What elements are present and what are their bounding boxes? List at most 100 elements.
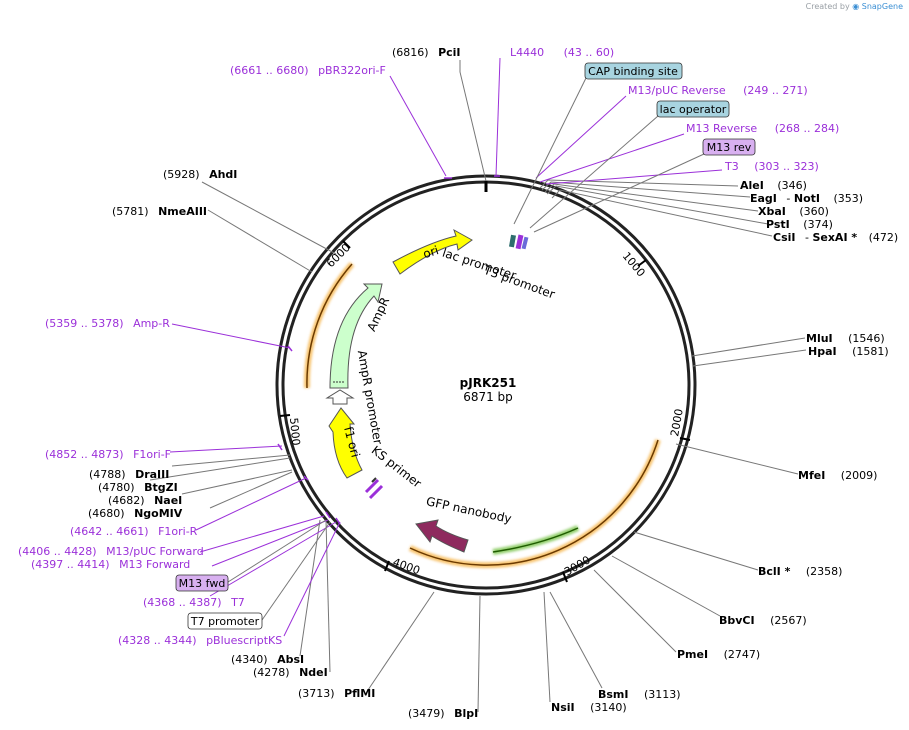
enzyme-naei-pos: (4682) bbox=[108, 494, 145, 507]
enzyme-bsmi-pos: (3113) bbox=[644, 688, 681, 701]
primer-ampr-name: Amp-R bbox=[133, 317, 170, 330]
feature-gfp-nanobody[interactable] bbox=[415, 519, 469, 553]
primer-pbr322-name: pBR322ori-F bbox=[318, 64, 386, 77]
box-lac-operator[interactable]: lac operator bbox=[656, 100, 730, 118]
enzyme-mlui-label: MluI (1546) bbox=[806, 332, 885, 345]
enzyme-csii-name: CsiI bbox=[773, 231, 795, 244]
primer-leader-lines bbox=[169, 57, 723, 637]
enzyme-bbvci-pos: (2567) bbox=[770, 614, 807, 627]
backbone-outer-ring bbox=[275, 174, 697, 596]
orange-arc-ampr-line bbox=[306, 263, 353, 389]
enzyme-ahdi-label: (5928) AhdI bbox=[163, 168, 237, 181]
feature-f1-ori[interactable] bbox=[328, 407, 363, 479]
enzyme-eagi-noti-pos: (353) bbox=[834, 192, 864, 205]
enzyme-mfei-name: MfeI bbox=[798, 469, 825, 482]
enzyme-btgzi-label: (4780) BtgZI bbox=[98, 481, 178, 494]
enzyme-blpi-pos: (3479) bbox=[408, 707, 445, 720]
plasmid-length: 6871 bp bbox=[463, 390, 513, 404]
primer-l4440-name: L4440 bbox=[510, 46, 544, 59]
primer-m13-fwd-name: M13 Forward bbox=[119, 558, 190, 571]
enzyme-nmeaiii-pos: (5781) bbox=[112, 205, 149, 218]
enzyme-alei-label: AleI (346) bbox=[740, 179, 807, 192]
enzyme-noti-name: NotI bbox=[794, 192, 820, 205]
credit-brand: SnapGene bbox=[861, 2, 903, 11]
enzyme-pcii-label: (6816) PciI bbox=[392, 46, 461, 59]
primer-f1ori-f-range: (4852 .. 4873) bbox=[45, 448, 124, 461]
enzyme-hpai-name: HpaI bbox=[808, 345, 837, 358]
enzyme-ndei-label: (4278) NdeI bbox=[253, 666, 328, 679]
enzyme-alei-name: AleI bbox=[740, 179, 764, 192]
enzyme-psti-pos: (374) bbox=[803, 218, 833, 231]
box-t7-promoter[interactable]: T7 promoter bbox=[187, 612, 263, 630]
primer-m13puc-fwd-name: M13/pUC Forward bbox=[106, 545, 204, 558]
tick-label-2000: 2000 bbox=[668, 408, 686, 438]
primer-ampr-label: (5359 .. 5378) Amp-R bbox=[45, 317, 170, 330]
enzyme-sexai-name: SexAI * bbox=[812, 231, 857, 244]
credit-prefix: Created by bbox=[805, 2, 850, 11]
enzyme-xbai-name: XbaI bbox=[758, 205, 786, 218]
primer-t3-name: T3 bbox=[724, 160, 739, 173]
feature-ori-label: ori bbox=[421, 243, 440, 261]
enzyme-eagi-name: EagI bbox=[750, 192, 777, 205]
box-cap-binding-site[interactable]: CAP binding site bbox=[584, 62, 683, 80]
enzyme-xbai-label: XbaI (360) bbox=[758, 205, 829, 218]
tick-2000 bbox=[679, 437, 691, 441]
enzyme-eagi-sep: - bbox=[786, 192, 793, 205]
enzyme-naei-name: NaeI bbox=[154, 494, 182, 507]
enzyme-bbvci-name: BbvCI bbox=[719, 614, 755, 627]
primer-f1ori-r-label: (4642 .. 4661) F1ori-R bbox=[70, 525, 198, 538]
box-lac-operator-label: lac operator bbox=[660, 103, 727, 116]
enzyme-nsii-name: NsiI bbox=[551, 701, 575, 714]
enzyme-xbai-pos: (360) bbox=[799, 205, 829, 218]
tick-6000 bbox=[342, 240, 351, 249]
enzyme-leader-lines bbox=[149, 60, 807, 713]
enzyme-absi-pos: (4340) bbox=[231, 653, 268, 666]
primer-m13puc-rev-range: (249 .. 271) bbox=[743, 84, 808, 97]
enzyme-btgzi-pos: (4780) bbox=[98, 481, 135, 494]
primer-t3-label: T3 (303 .. 323) bbox=[724, 160, 819, 173]
primer-m13-fwd-label: (4397 .. 4414) M13 Forward bbox=[31, 558, 190, 571]
plasmid-name: pJRK251 bbox=[460, 376, 517, 390]
primer-m13puc-rev-label: M13/pUC Reverse (249 .. 271) bbox=[628, 84, 808, 97]
enzyme-csii-sep: - bbox=[805, 231, 812, 244]
enzyme-ndei-name: NdeI bbox=[299, 666, 328, 679]
enzyme-naei-label: (4682) NaeI bbox=[108, 494, 182, 507]
enzyme-nmeaiii-name: NmeAIII bbox=[158, 205, 207, 218]
box-m13-rev-label: M13 rev bbox=[707, 141, 752, 154]
primer-l4440-range: (43 .. 60) bbox=[564, 46, 615, 59]
tick-label-1000: 1000 bbox=[620, 250, 648, 280]
enzyme-ndei-pos: (4278) bbox=[253, 666, 290, 679]
enzyme-hpai-pos: (1581) bbox=[852, 345, 889, 358]
enzyme-absi-name: AbsI bbox=[277, 653, 304, 666]
feature-ampr[interactable] bbox=[329, 283, 383, 389]
enzyme-blpi-label: (3479) BlpI bbox=[408, 707, 478, 720]
enzyme-ahdi-name: AhdI bbox=[209, 168, 237, 181]
enzyme-pflmi-pos: (3713) bbox=[298, 687, 335, 700]
enzyme-nsii-label: NsiI (3140) bbox=[551, 701, 627, 714]
enzyme-bcli-pos: (2358) bbox=[806, 565, 843, 578]
enzyme-pmei-pos: (2747) bbox=[724, 648, 761, 661]
box-m13-rev[interactable]: M13 rev bbox=[702, 138, 756, 156]
feature-ks-primer-label: KS primer bbox=[369, 443, 424, 491]
green-arc-line bbox=[492, 527, 579, 553]
box-m13-fwd-label: M13 fwd bbox=[179, 577, 226, 590]
feature-ori[interactable] bbox=[392, 228, 473, 275]
enzyme-csii-sexai-label: CsiI - SexAI * (472) bbox=[773, 231, 898, 244]
primer-ticks bbox=[277, 175, 500, 525]
enzyme-mlui-pos: (1546) bbox=[848, 332, 885, 345]
enzyme-pmei-label: PmeI (2747) bbox=[677, 648, 760, 661]
enzyme-bsmi-label: BsmI (3113) bbox=[598, 688, 681, 701]
primer-pbluescript-label: (4328 .. 4344) pBluescriptKS bbox=[118, 634, 282, 647]
enzyme-mfei-label: MfeI (2009) bbox=[798, 469, 877, 482]
primer-pbr322-label: (6661 .. 6680) pBR322ori-F bbox=[230, 64, 386, 77]
feature-ampr-promoter[interactable] bbox=[325, 389, 355, 405]
primer-pbr322-range: (6661 .. 6680) bbox=[230, 64, 309, 77]
enzyme-bcli-name: BclI * bbox=[758, 565, 791, 578]
enzyme-psti-name: PstI bbox=[766, 218, 790, 231]
primer-m13puc-rev-name: M13/pUC Reverse bbox=[628, 84, 726, 97]
enzyme-mlui-name: MluI bbox=[806, 332, 833, 345]
snapgene-credit: Created by ◉ SnapGene bbox=[806, 2, 903, 11]
box-m13-fwd[interactable]: M13 fwd bbox=[175, 574, 229, 592]
enzyme-pflmi-label: (3713) PflMI bbox=[298, 687, 375, 700]
